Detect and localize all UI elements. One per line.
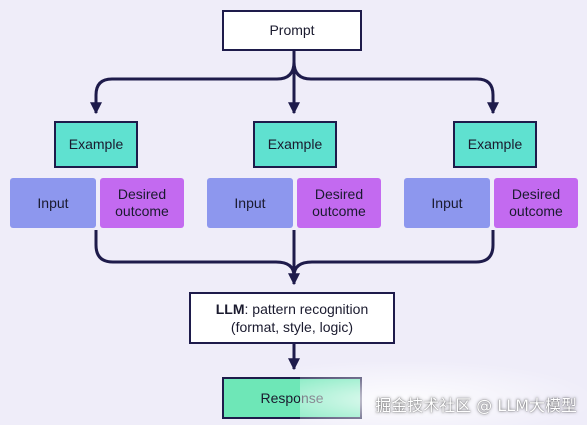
desired-outcome-label: Desired outcome — [509, 186, 563, 219]
desired-outcome-label: Desired outcome — [312, 186, 366, 219]
prompt-label: Prompt — [269, 22, 315, 38]
fan-in-right — [292, 230, 495, 277]
llm-line-1-rest: : pattern recognition — [244, 301, 369, 317]
desired-outcome-node-3: Desired outcome — [494, 178, 578, 228]
input-node-1: Input — [10, 178, 96, 228]
desired-outcome-node-2: Desired outcome — [297, 178, 381, 228]
desired-outcome-node-1: Desired outcome — [100, 178, 184, 228]
input-node-2: Input — [207, 178, 293, 228]
fan-in-left — [94, 230, 296, 277]
example-node-1: Example — [54, 121, 138, 168]
example-node-3: Example — [453, 121, 537, 168]
llm-line-1: LLM: pattern recognition — [216, 300, 369, 318]
watermark-glow — [300, 362, 587, 425]
example-label: Example — [267, 136, 323, 152]
example-node-2: Example — [253, 121, 337, 168]
fan-out-right — [292, 61, 499, 115]
input-label: Input — [431, 194, 463, 211]
watermark: 掘金技术社区 @ LLM大模型 — [375, 396, 577, 415]
fan-out-left — [90, 61, 296, 115]
llm-node: LLM: pattern recognition (format, style,… — [189, 292, 395, 344]
input-label: Input — [234, 194, 266, 211]
prompt-node: Prompt — [222, 10, 362, 51]
example-label: Example — [467, 136, 523, 152]
input-label: Input — [37, 194, 69, 211]
llm-bold-label: LLM — [215, 301, 245, 317]
example-label: Example — [68, 136, 124, 152]
llm-line-2: (format, style, logic) — [230, 319, 354, 335]
input-node-3: Input — [404, 178, 490, 228]
desired-outcome-label: Desired outcome — [115, 186, 169, 219]
